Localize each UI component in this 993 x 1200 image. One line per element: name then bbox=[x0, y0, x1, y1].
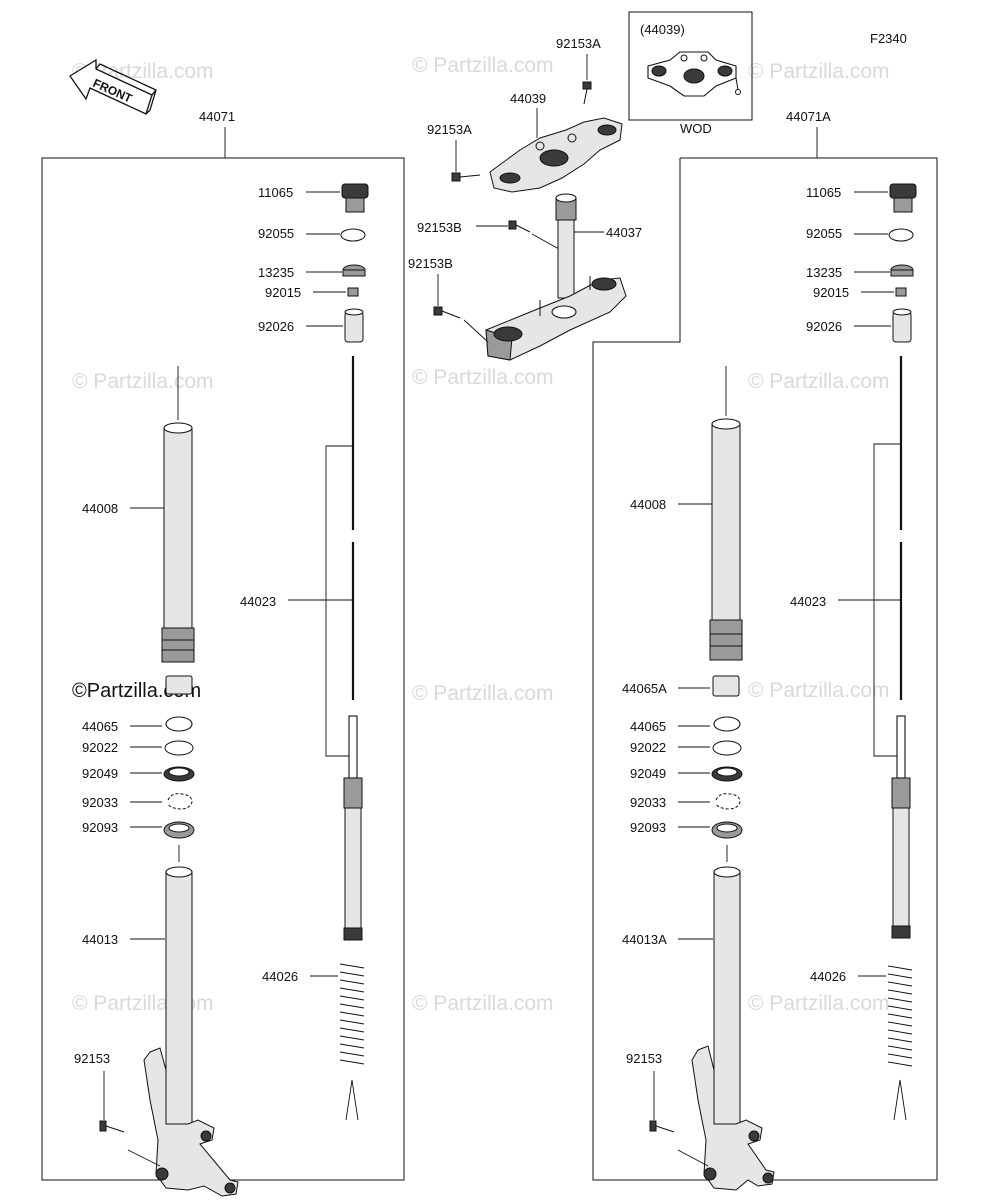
inset-ref: (44039) bbox=[640, 22, 685, 37]
part-label-44026: 44026 bbox=[262, 969, 298, 984]
washer-icon bbox=[164, 740, 194, 756]
part-label-92153A-top: 92153A bbox=[556, 36, 601, 51]
watermark: © Partzilla.com bbox=[748, 992, 890, 1015]
part-label-44039: 44039 bbox=[510, 91, 546, 106]
spring-icon bbox=[887, 965, 913, 1121]
guide-bushing-icon bbox=[165, 716, 193, 732]
part-label-44013: 44013 bbox=[82, 932, 118, 947]
nut-icon bbox=[890, 264, 914, 277]
watermark: © Partzilla.com bbox=[748, 679, 890, 702]
upper-bracket-icon bbox=[489, 117, 623, 193]
part-label-92015: 92015 bbox=[265, 285, 301, 300]
inset-box: (44039) WOD bbox=[628, 11, 753, 136]
part-label-92015: 92015 bbox=[813, 285, 849, 300]
bracket-bolt-icon bbox=[582, 81, 592, 105]
stem-bolt-icon bbox=[508, 220, 531, 233]
collar-icon bbox=[344, 308, 364, 343]
inset-caption: WOD bbox=[680, 121, 712, 136]
diagram-code: F2340 bbox=[870, 31, 907, 46]
center-assembly: 92153A 44039 92153A 92153B bbox=[408, 36, 642, 361]
front-arrow-icon: FRONT bbox=[69, 58, 158, 115]
circlip-icon bbox=[167, 793, 193, 810]
small-nut-icon bbox=[895, 287, 907, 297]
part-label-92055: 92055 bbox=[258, 226, 294, 241]
part-label-44065: 44065 bbox=[630, 719, 666, 734]
right-assembly-label: 44071A bbox=[786, 109, 831, 124]
watermark: © Partzilla.com bbox=[748, 370, 890, 393]
part-label-13235: 13235 bbox=[806, 265, 842, 280]
right-assembly: 44071A 11065 92055 13235 92015 92026 440… bbox=[592, 109, 938, 1191]
part-label-92153B-stem: 92153B bbox=[417, 220, 462, 235]
part-label-44008: 44008 bbox=[82, 501, 118, 516]
outer-tube-icon bbox=[709, 418, 743, 661]
part-label-44023: 44023 bbox=[790, 594, 826, 609]
part-label-44065: 44065 bbox=[82, 719, 118, 734]
stem-bolt-icon bbox=[433, 306, 461, 319]
part-label-92049: 92049 bbox=[630, 766, 666, 781]
collar-icon bbox=[892, 308, 912, 343]
part-label-92022: 92022 bbox=[82, 740, 118, 755]
watermark: © Partzilla.com bbox=[412, 682, 554, 705]
part-label-92026: 92026 bbox=[806, 319, 842, 334]
o-ring-icon bbox=[340, 228, 366, 242]
o-ring-icon bbox=[888, 228, 914, 242]
watermark: © Partzilla.com bbox=[412, 992, 554, 1015]
inner-tube-icon bbox=[691, 866, 775, 1191]
upper-bushing-icon bbox=[165, 675, 193, 695]
damper-cartridge-icon bbox=[343, 715, 363, 941]
part-label-44023: 44023 bbox=[240, 594, 276, 609]
part-label-44037: 44037 bbox=[606, 225, 642, 240]
circlip-icon bbox=[715, 793, 741, 810]
watermark: © Partzilla.com bbox=[412, 366, 554, 389]
bracket-bolt-icon bbox=[451, 172, 481, 182]
upper-bracket-alt-icon bbox=[647, 51, 741, 97]
washer-icon bbox=[712, 740, 742, 756]
steering-stem-icon bbox=[485, 193, 627, 361]
cap-bolt-icon bbox=[889, 183, 917, 213]
part-label-92093: 92093 bbox=[82, 820, 118, 835]
damper-cartridge-icon bbox=[891, 715, 911, 939]
part-label-92022: 92022 bbox=[630, 740, 666, 755]
part-label-44008: 44008 bbox=[630, 497, 666, 512]
watermark: © Partzilla.com bbox=[72, 370, 214, 393]
part-label-11065: 11065 bbox=[258, 185, 293, 200]
small-nut-icon bbox=[347, 287, 359, 297]
axle-bolt-icon bbox=[649, 1120, 675, 1133]
guide-bushing-icon bbox=[713, 716, 741, 732]
part-label-92026: 92026 bbox=[258, 319, 294, 334]
axle-bolt-icon bbox=[99, 1120, 125, 1133]
nut-icon bbox=[342, 264, 366, 277]
part-label-44013A: 44013A bbox=[622, 932, 667, 947]
part-label-44026: 44026 bbox=[810, 969, 846, 984]
right-assembly-frame bbox=[592, 157, 938, 1181]
part-label-92033: 92033 bbox=[82, 795, 118, 810]
upper-bushing-icon bbox=[712, 675, 740, 697]
spring-icon bbox=[339, 962, 365, 1121]
part-label-44065A: 44065A bbox=[622, 681, 667, 696]
outer-tube-icon bbox=[161, 422, 195, 663]
cap-bolt-icon bbox=[341, 183, 369, 213]
part-label-92055: 92055 bbox=[806, 226, 842, 241]
part-label-92153: 92153 bbox=[626, 1051, 662, 1066]
part-label-92093: 92093 bbox=[630, 820, 666, 835]
part-label-92049: 92049 bbox=[82, 766, 118, 781]
left-assembly-label: 44071 bbox=[199, 109, 235, 124]
watermarks: © Partzilla.com © Partzilla.com © Partzi… bbox=[72, 54, 890, 1015]
part-label-11065: 11065 bbox=[806, 185, 841, 200]
part-label-92153B-lower: 92153B bbox=[408, 256, 453, 271]
part-label-13235: 13235 bbox=[258, 265, 294, 280]
part-label-92153: 92153 bbox=[74, 1051, 110, 1066]
part-label-92033: 92033 bbox=[630, 795, 666, 810]
watermark: © Partzilla.com bbox=[412, 54, 554, 77]
left-assembly: 44071 11065 92055 13235 92015 92026 bbox=[41, 109, 405, 1197]
part-label-92153A-left: 92153A bbox=[427, 122, 472, 137]
inner-tube-icon bbox=[143, 866, 239, 1197]
watermark: © Partzilla.com bbox=[748, 60, 890, 83]
